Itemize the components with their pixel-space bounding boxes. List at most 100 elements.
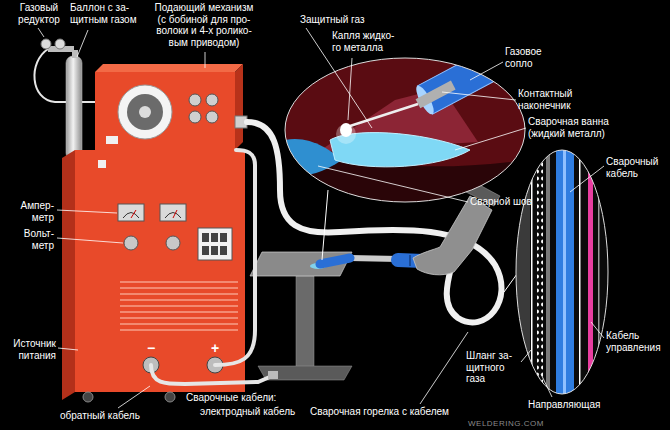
cable-section [537,145,543,400]
part-label: Подающий механизм (с бобиной для про- во… [150,2,258,48]
wire-feeder [95,64,243,72]
arc-detail [336,124,356,144]
leader-line [318,166,468,202]
vent-grille [120,317,238,319]
cable-section [563,145,566,400]
leader-line [38,28,604,408]
part-label: Направляющая [528,399,608,411]
power-source [202,246,209,255]
part-label: Газовый редуктор [14,2,64,25]
leader-line [77,30,88,57]
torch-cable [247,122,502,322]
wire-feeder [127,94,163,130]
power-source [220,246,227,255]
power-source [165,392,175,402]
part-label: Кабель управления [606,330,664,353]
cable-section [510,145,620,400]
vent-grille [120,299,238,301]
leader-line [442,92,516,100]
wire-feeder [189,111,201,123]
watermark: WELDERING.COM [468,419,558,428]
part-label: электродный кабель [200,406,304,418]
part-label: Источник питания [4,338,56,361]
leader-line [348,58,352,120]
vent-grille [120,282,238,330]
leader-line [455,128,526,150]
cable-section [556,145,574,400]
leader-line [521,350,531,362]
electrode-cable [215,150,255,365]
part-label: Вольт- метр [4,228,54,251]
magnifier-line [322,190,328,260]
leader-line [591,322,604,338]
leader-line [57,210,117,213]
leader-line [57,238,123,243]
power-source [83,392,93,402]
leader-line [420,332,468,404]
gas-cylinder [66,56,82,160]
cable-section [510,145,620,400]
part-label: Шланг за- щитного газа [466,350,520,385]
welding-torch [409,255,411,266]
cable-section [546,145,550,400]
work-stand [258,366,352,380]
part-label: Капля жидко- го металла [332,30,402,53]
power-source [98,160,106,168]
arc-detail [350,104,418,126]
gas-regulator [41,39,78,58]
vent-grille [120,287,238,289]
polarity-sign: − [144,341,158,355]
gas-hose [34,49,96,102]
gas-cylinder [66,56,82,160]
polarity-sign: + [208,341,222,355]
welding-torch [350,258,398,259]
cable-section [579,145,581,400]
part-label: Сварочная горелка с кабелем [310,406,466,418]
work-stand [250,252,352,276]
vent-grille [120,323,238,325]
leader-line [58,348,78,350]
leader-line [38,28,44,37]
glove [413,196,492,275]
leader-line [470,62,503,80]
part-label: Сварочный кабель [606,156,664,179]
power-source [173,210,177,218]
wire-feeder [206,94,218,106]
ground-clamp [268,371,278,379]
power-source [75,150,245,392]
wire-feeder [95,64,247,150]
power-source [198,228,232,260]
power-source [211,233,218,242]
part-label: обратный кабель [60,410,150,422]
vent-grille [120,305,238,307]
wire-feeder [206,111,218,123]
wire-feeder [139,106,151,118]
wire-feeder [118,85,172,139]
power-source [211,246,218,255]
wire-feeder [106,136,118,144]
cable-section [598,145,600,400]
part-label: Ампер- метр [4,200,54,223]
part-label: Газовое сопло [505,46,555,69]
power-source [166,236,180,250]
cable-section [516,145,530,400]
gas-regulator [55,39,65,49]
leader-line [541,374,552,397]
return-cable [151,365,272,384]
power-source [131,210,136,218]
part-label: Защитный газ [300,14,380,26]
vent-grille [120,311,238,313]
arc-detail [340,123,352,137]
part-label: Сварной шов [470,196,536,208]
work-stand [296,276,314,368]
part-label: Баллон с за- щитным газом [70,2,142,25]
power-source [118,204,144,221]
magnifier-line [504,274,517,292]
vent-grille [120,329,238,331]
power-source [220,233,227,242]
vent-grille [120,281,238,283]
arc-detail [416,81,456,109]
part-label: Сварочные кабели: [186,392,290,404]
